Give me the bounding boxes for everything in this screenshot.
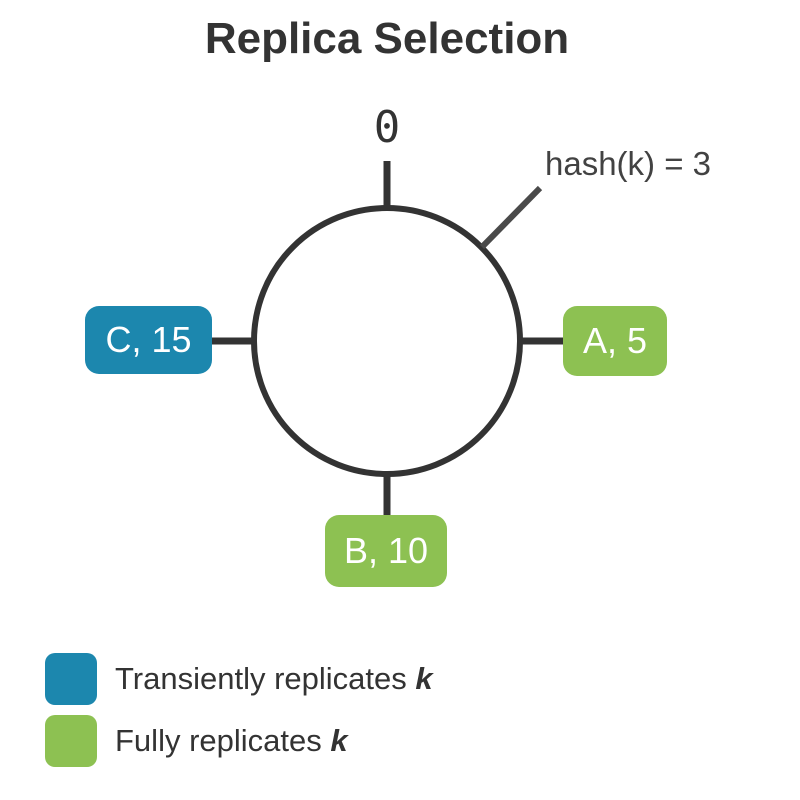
node-a: A, 5 bbox=[563, 306, 667, 376]
legend-item-full-label: Fully replicates k bbox=[115, 723, 348, 758]
ring-circle bbox=[251, 205, 523, 477]
transient-color-swatch bbox=[45, 653, 97, 705]
legend-item-transient: Transiently replicates k bbox=[45, 653, 433, 705]
hash-pointer-line bbox=[479, 185, 543, 250]
key-k-symbol: k bbox=[330, 723, 348, 758]
page-title: Replica Selection bbox=[204, 14, 570, 63]
node-c: C, 15 bbox=[85, 306, 212, 374]
full-color-swatch bbox=[45, 715, 97, 767]
node-b-label: B, 10 bbox=[343, 530, 429, 571]
legend: Transiently replicates k Fully replicate… bbox=[45, 653, 433, 767]
node-c-label: C, 15 bbox=[105, 319, 192, 360]
node-a-label: A, 5 bbox=[582, 320, 648, 361]
legend-item-transient-label: Transiently replicates k bbox=[115, 661, 433, 696]
legend-item-full: Fully replicates k bbox=[45, 715, 433, 767]
hash-annotation: hash(k) = 3 bbox=[545, 145, 711, 182]
ring-zero-label: 0 bbox=[373, 102, 401, 153]
node-b: B, 10 bbox=[325, 515, 447, 587]
key-k-symbol: k bbox=[415, 661, 433, 696]
